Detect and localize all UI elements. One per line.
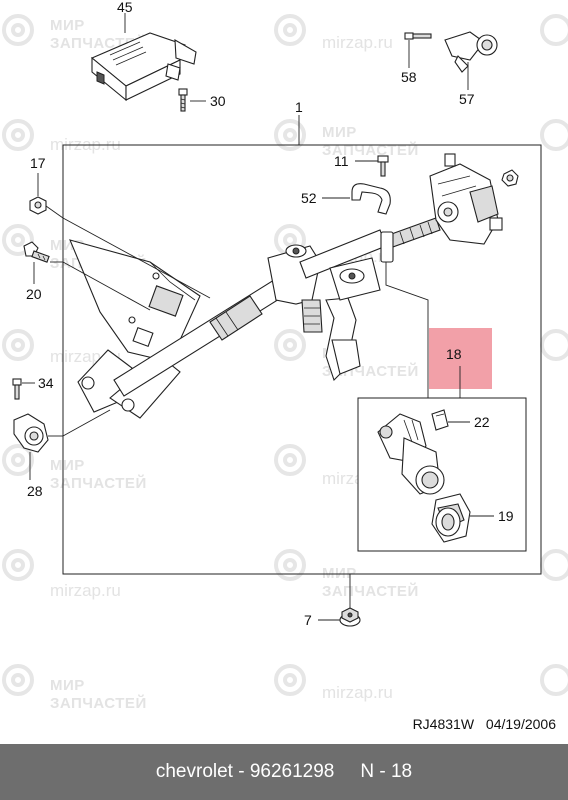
wm-brand-1: МИР: [50, 17, 85, 34]
callout-18: 18: [446, 346, 462, 362]
bolt-part-20: [23, 241, 50, 263]
highlight-box-18: [429, 328, 492, 389]
callout-19: 19: [498, 508, 514, 524]
wm-brand-12: ЗАПЧАСТЕЙ: [322, 582, 419, 600]
callout-1: 1: [295, 99, 303, 115]
key-cylinder-part-19: [431, 493, 471, 543]
callout-58: 58: [401, 69, 417, 85]
steering-column-assembly: [69, 153, 519, 419]
switch-part-57: [444, 31, 498, 73]
callout-22: 22: [474, 414, 490, 430]
nut-part-7: [339, 607, 361, 627]
main-assembly-frame: [62, 144, 542, 575]
screw-part-11: [377, 155, 389, 177]
callout-17: 17: [30, 155, 46, 171]
callout-45: 45: [117, 0, 133, 15]
reference-code: RJ4831W: [412, 716, 475, 732]
module-part-45: [90, 32, 197, 102]
bolt-part-30: [178, 88, 188, 112]
screw-part-34: [12, 378, 22, 400]
clip-part-52: [351, 183, 391, 215]
wm-url-6: mirzap.ru: [50, 581, 121, 600]
wm-brand-9: МИР: [50, 457, 85, 474]
nut-part-17: [29, 196, 47, 215]
screw-part-58: [404, 32, 432, 40]
watermark-logo: [2, 14, 568, 696]
wm-brand-14: ЗАПЧАСТЕЙ: [50, 694, 147, 712]
callout-7: 7: [304, 612, 312, 628]
callout-labels: 45 30 58 57 1 17 11 52 20 18 34 22 28 19…: [26, 0, 514, 628]
wm-brand-10: ЗАПЧАСТЕЙ: [50, 474, 147, 492]
callout-52: 52: [301, 190, 317, 206]
wm-brand-3: МИР: [322, 124, 357, 141]
switch-part-22: [431, 409, 449, 431]
footer-page: N - 18: [360, 761, 413, 782]
ignition-lock-part-18: [377, 413, 445, 495]
diagram-reference: RJ4831W 04/19/2006: [413, 716, 556, 732]
wm-brand-13: МИР: [50, 677, 85, 694]
reference-date: 04/19/2006: [485, 716, 556, 732]
wm-url-7: mirzap.ru: [322, 683, 393, 702]
wm-url-1: mirzap.ru: [322, 33, 393, 52]
callout-20: 20: [26, 286, 42, 302]
callout-57: 57: [459, 91, 475, 107]
callout-11: 11: [334, 153, 349, 169]
footer-bar: chevrolet - 96261298 N - 18: [0, 744, 568, 800]
callout-34: 34: [38, 375, 54, 391]
footer-brand-part: chevrolet - 96261298: [155, 761, 335, 782]
callout-28: 28: [27, 483, 43, 499]
bracket-part-28: [13, 413, 49, 453]
leader-lines: [22, 13, 494, 621]
callout-30: 30: [210, 93, 226, 109]
